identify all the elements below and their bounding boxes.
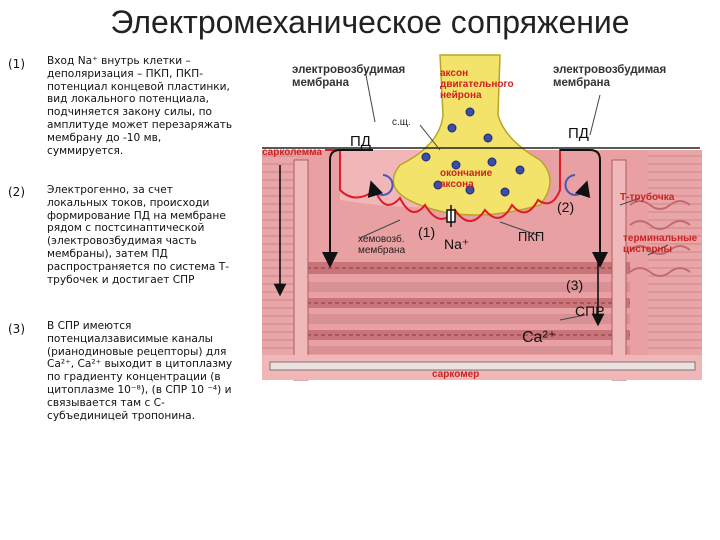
step-3-label: (3): [566, 277, 583, 293]
na-label: Na⁺: [444, 236, 469, 253]
terminal-cisterns-label: терминальные цистерны: [623, 233, 697, 255]
pd-right-label: ПД: [568, 125, 589, 142]
membrane-left-label: электровозбудимая мембрана: [292, 64, 405, 90]
chemo-membrane-label: хемовозб. мембрана: [358, 234, 405, 256]
axon-label: аксон двигательного нейрона: [440, 68, 514, 101]
sarcomere-label: саркомер: [432, 369, 479, 380]
ca-label: Ca²⁺: [522, 327, 556, 347]
step-1-label: (1): [418, 224, 435, 240]
sarcolemma-label: сарколемма: [262, 147, 322, 158]
synaptic-cleft-label: с.щ.: [392, 117, 411, 128]
axon-ending-label: окончание аксона: [440, 168, 492, 190]
t-tubule-label: Т-трубочка: [620, 192, 674, 203]
spr-label: СПР: [575, 303, 605, 319]
step-2-label: (2): [557, 199, 574, 215]
pkp-label: ПКП: [518, 229, 544, 244]
membrane-right-label: электровозбудимая мембрана: [553, 64, 666, 90]
pd-left-label: ПД: [350, 133, 371, 150]
